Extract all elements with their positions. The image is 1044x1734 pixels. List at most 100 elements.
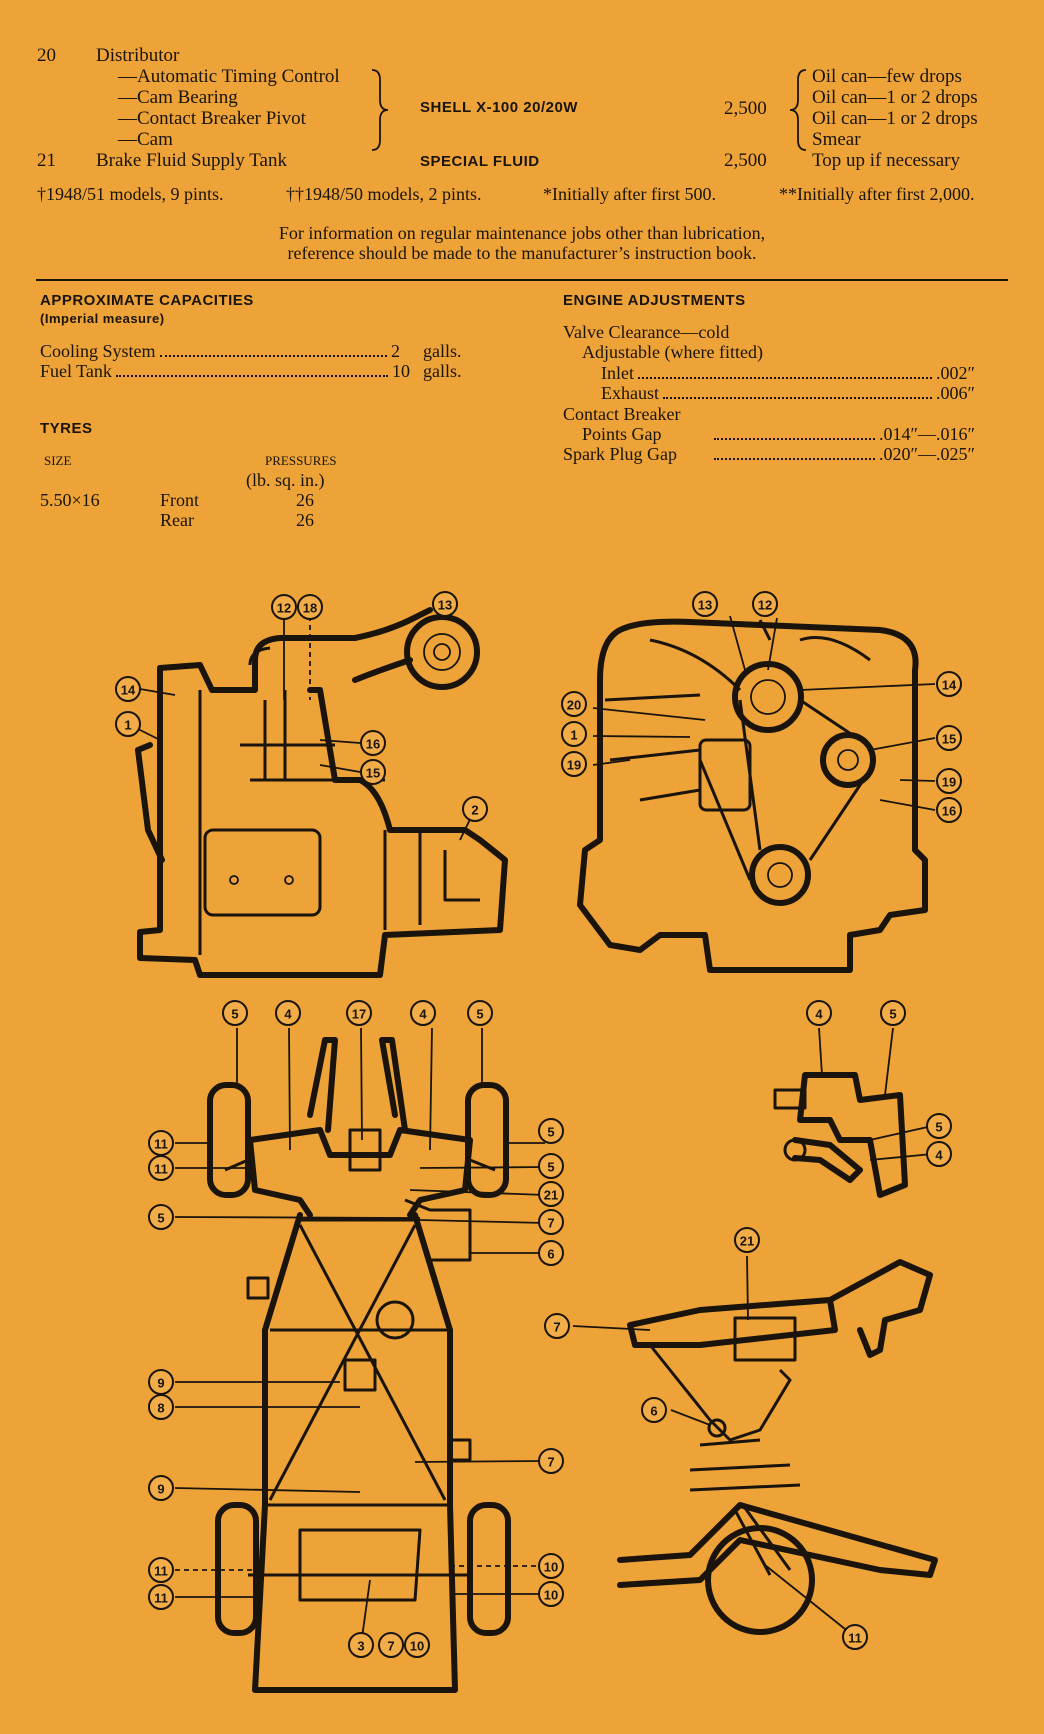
callout-engine-front: 20 [561,691,587,717]
fuel-unit: galls. [423,361,462,381]
callout-number: 4 [935,1148,943,1163]
brace [789,69,807,151]
footnote: *Initially after first 500. [543,184,716,204]
row20-number: 20 [37,45,56,66]
callout-hub-detail: 4 [926,1141,952,1167]
row20-mileage: 2,500 [724,98,767,119]
callout-number: 11 [154,1162,168,1177]
callout-circle [410,1000,436,1026]
points-value: .014″—.016″ [879,424,975,444]
callout-engine-front: 19 [561,751,587,777]
callout-engine-side: 15 [360,759,386,785]
callout-number: 9 [157,1376,164,1391]
callout-number: 19 [942,775,956,790]
callout-number: 2 [471,803,478,818]
callout-chassis: 10 [404,1632,430,1658]
callout-number: 10 [544,1560,558,1575]
row20-method: Smear [812,129,861,150]
points-row: .014″—.016″ [710,424,975,445]
callout-number: 7 [387,1639,394,1654]
dot-leader [714,424,875,440]
tyres-pressures-header: PRESSURES [265,453,337,468]
callout-circle [936,725,962,751]
callout-number: 5 [157,1211,164,1226]
callout-number: 11 [154,1137,168,1152]
callout-number: 19 [567,758,581,773]
callout-number: 5 [935,1120,942,1135]
dot-leader [663,383,932,399]
callout-engine-front: 15 [936,725,962,751]
adjustable-label: Adjustable (where fitted) [582,342,763,362]
callout-chassis: 4 [275,1000,301,1026]
callout-number: 11 [154,1591,168,1606]
footnote: ††1948/50 models, 2 pints. [286,184,482,204]
exhaust-label: Exhaust [601,383,659,403]
callout-number: 14 [121,683,136,698]
callout-number: 3 [357,1639,364,1654]
callout-circle [538,1553,564,1579]
inlet-row: Inlet .002″ [601,363,975,384]
callout-number: 18 [303,601,317,616]
leaders-chassis [174,1027,546,1646]
callout-number: 6 [650,1404,657,1419]
tyre-front-value: 26 [296,490,314,510]
callout-circle [561,751,587,777]
callout-chassis: 11 [148,1557,174,1583]
engine-side-view [135,607,508,978]
callout-chassis: 5 [467,1000,493,1026]
tyres-pressures-unit: (lb. sq. in.) [246,470,325,490]
callout-number: 10 [544,1588,558,1603]
footnote: **Initially after first 2,000. [779,184,975,204]
callout-circle [148,1394,174,1420]
row20-method: Oil can—1 or 2 drops [812,87,978,108]
callout-chassis: 3 [348,1632,374,1658]
callout-circle [538,1448,564,1474]
callout-number: 13 [438,598,452,613]
inlet-label: Inlet [601,363,634,383]
callout-chassis: 5 [538,1153,564,1179]
callout-engine-side: 14 [115,676,141,702]
callout-number: 14 [942,678,957,693]
callout-number: 5 [547,1125,554,1140]
cooling-value: 2 [391,341,400,361]
callout-chassis: 11 [148,1130,174,1156]
callout-chassis: 4 [410,1000,436,1026]
callout-circle [346,1000,372,1026]
callout-chassis: 6 [538,1240,564,1266]
callout-chassis: 5 [222,1000,248,1026]
callout-circle [926,1141,952,1167]
callout-pedal-detail: 7 [544,1313,570,1339]
fuel-value: 10 [392,361,410,381]
row20-method: Oil can—1 or 2 drops [812,108,978,129]
callout-circle [806,1000,832,1026]
callout-circle [467,1000,493,1026]
callout-engine-side: 2 [462,796,488,822]
callout-chassis: 21 [538,1181,564,1207]
callout-circle [148,1204,174,1230]
valve-label: Valve Clearance—cold [563,322,730,342]
leaders-hub [818,1027,933,1161]
info-line: For information on regular maintenance j… [278,223,766,243]
callout-chassis: 7 [538,1448,564,1474]
row21-method: Top up if necessary [812,150,960,171]
callout-circle [544,1313,570,1339]
cooling-unit: galls. [423,341,462,361]
plug-value: .020″—.025″ [879,444,975,464]
callout-engine-side: 1 [115,711,141,737]
callout-engine-side: 12 [271,594,297,620]
rear-detail [617,1502,938,1635]
fuel-row: Fuel Tank 10 [40,361,410,382]
callout-number: 20 [567,698,581,713]
callout-circle [404,1632,430,1658]
callout-number: 7 [547,1216,554,1231]
callout-circle [538,1118,564,1144]
callout-circle [462,796,488,822]
row20-subitem: —Contact Breaker Pivot [118,108,306,129]
callout-number: 6 [547,1247,554,1262]
callout-circle [378,1632,404,1658]
callout-circle [222,1000,248,1026]
callout-circle [926,1113,952,1139]
tyres-heading: TYRES [40,420,93,437]
callout-number: 9 [157,1482,164,1497]
